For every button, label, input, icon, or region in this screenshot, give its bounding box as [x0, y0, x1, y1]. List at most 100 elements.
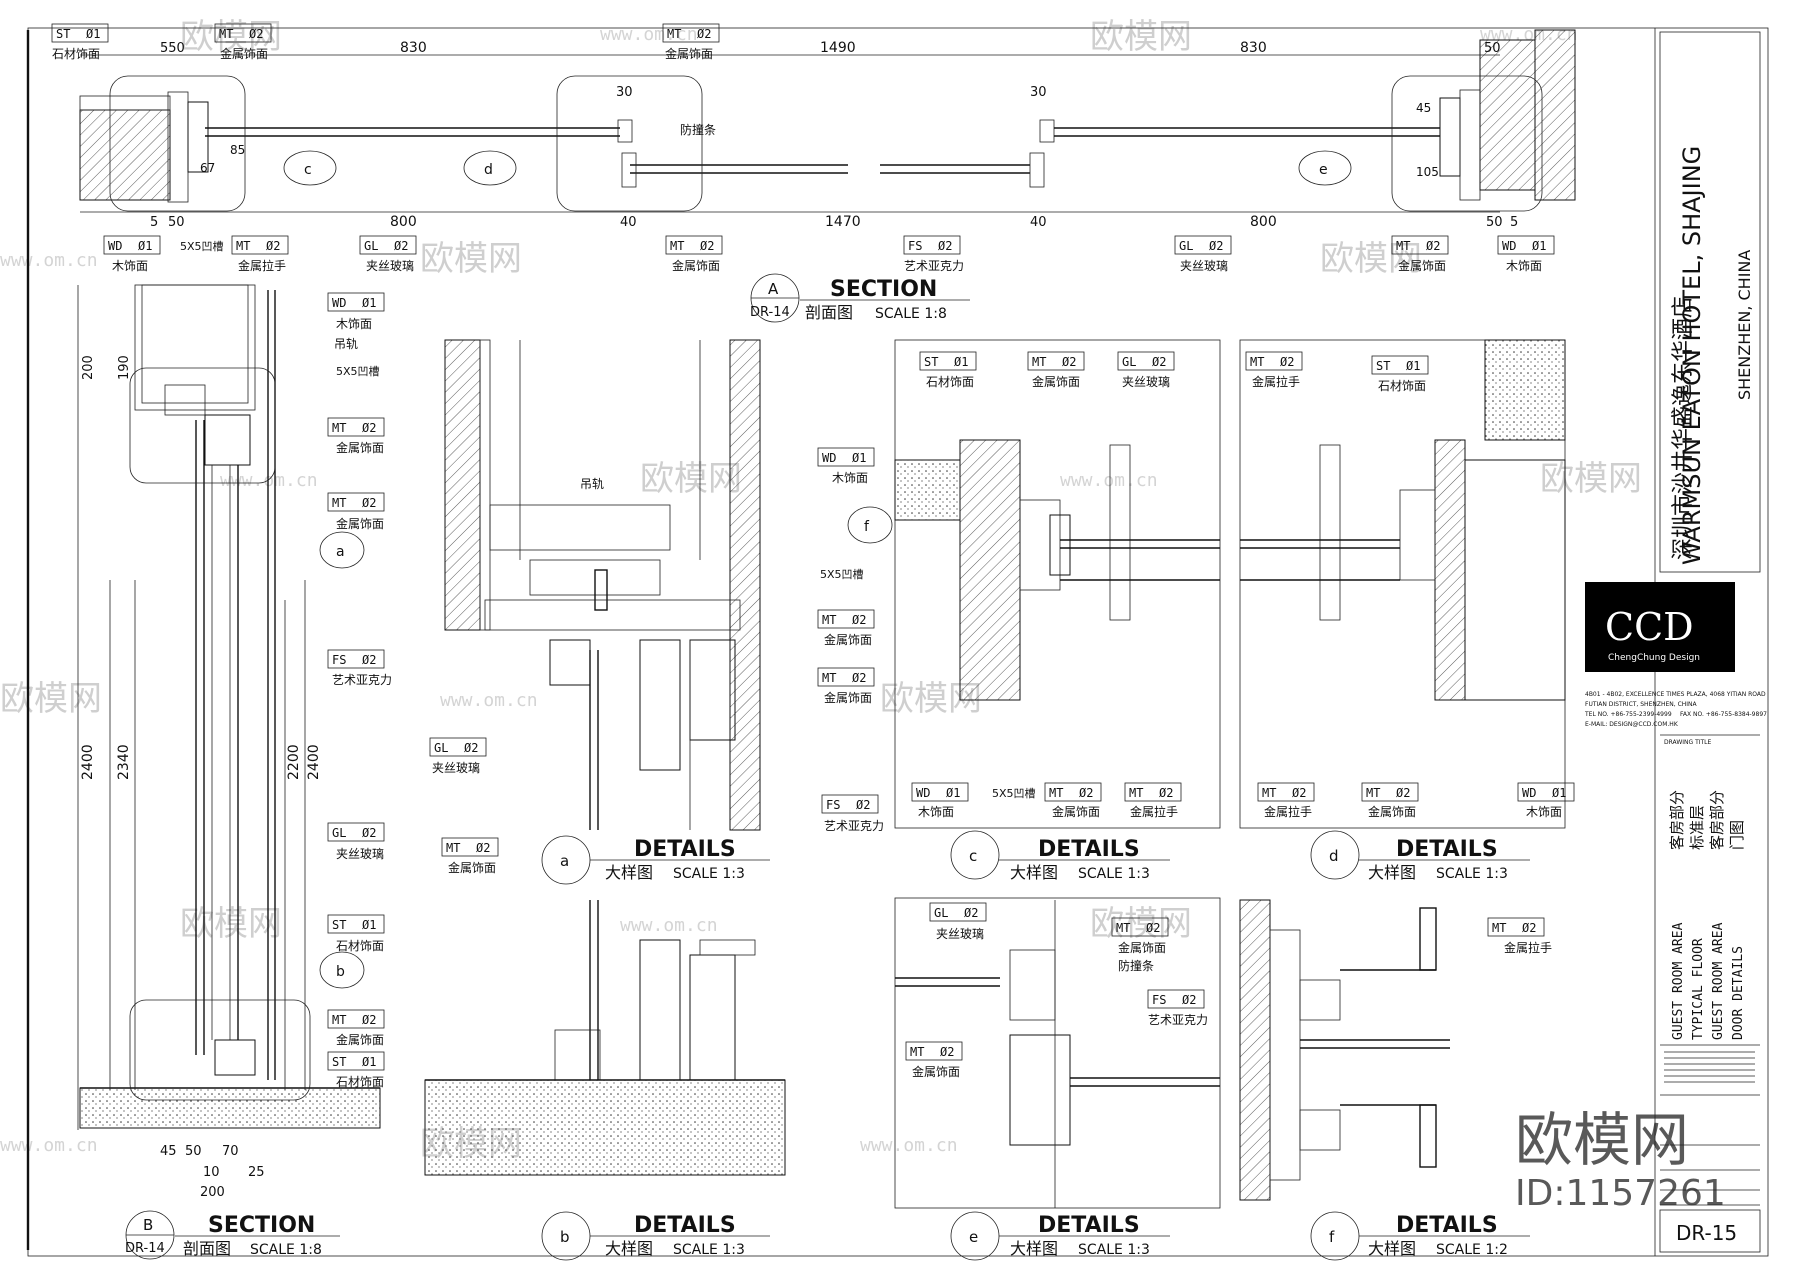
svg-text:b: b [336, 964, 345, 980]
svg-text:Ø2: Ø2 [964, 906, 978, 920]
detail-e-title: e DETAILS 大样图 SCALE 1:3 [950, 1211, 1170, 1261]
svg-text:E-MAIL: DESIGN@CCD.COM.HK: E-MAIL: DESIGN@CCD.COM.HK [1585, 721, 1679, 728]
dim: 1470 [825, 214, 861, 230]
svg-text:MT: MT [1366, 786, 1380, 800]
svg-text:MT: MT [332, 1013, 346, 1027]
svg-text:夹丝玻璃: 夹丝玻璃 [936, 927, 984, 941]
svg-text:金属拉手: 金属拉手 [1264, 804, 1312, 819]
svg-text:门图: 门图 [1728, 820, 1746, 850]
svg-text:石材饰面: 石材饰面 [336, 939, 384, 953]
svg-text:Ø2: Ø2 [362, 496, 376, 510]
svg-text:石材饰面: 石材饰面 [926, 375, 974, 389]
svg-text:金属拉手: 金属拉手 [1252, 374, 1300, 389]
svg-text:SECTION: SECTION [208, 1213, 315, 1238]
detail-b-title: b DETAILS 大样图 SCALE 1:3 [541, 1211, 770, 1261]
callout-a [319, 531, 365, 569]
detail-c-title: c DETAILS 大样图 SCALE 1:3 [950, 830, 1170, 882]
svg-text:客房部分: 客房部分 [1708, 790, 1726, 850]
svg-text:SCALE 1:2: SCALE 1:2 [1436, 1242, 1508, 1258]
watermark-brand: 欧模网 [0, 679, 102, 719]
svg-text:金属饰面: 金属饰面 [220, 46, 268, 61]
dim: 50 [1486, 215, 1503, 230]
detail-f-title: f DETAILS 大样图 SCALE 1:2 [1310, 1211, 1530, 1261]
svg-text:f: f [1329, 1228, 1335, 1246]
svg-text:DETAILS: DETAILS [1396, 837, 1498, 862]
svg-text:大样图: 大样图 [1368, 863, 1416, 882]
svg-text:Ø2: Ø2 [700, 239, 714, 253]
svg-text:MT: MT [822, 613, 836, 627]
svg-text:Ø2: Ø2 [362, 421, 376, 435]
svg-text:Ø2: Ø2 [476, 841, 490, 855]
callout-d-label: d [484, 162, 493, 178]
svg-text:艺术亚克力: 艺术亚克力 [1148, 1013, 1208, 1027]
detail-a-title: a DETAILS 大样图 SCALE 1:3 [541, 835, 770, 885]
watermark-site: www.om.cn [0, 1135, 98, 1156]
svg-text:吊轨: 吊轨 [334, 337, 358, 351]
svg-text:Ø2: Ø2 [362, 1013, 376, 1027]
svg-text:Ø1: Ø1 [954, 355, 968, 369]
detail-d-title: d DETAILS 大样图 SCALE 1:3 [1310, 830, 1530, 882]
svg-text:10: 10 [203, 1165, 220, 1180]
svg-text:SCALE 1:3: SCALE 1:3 [673, 866, 745, 882]
svg-text:FUTIAN DISTRICT, SHENZHEN, CHI: FUTIAN DISTRICT, SHENZHEN, CHINA [1585, 701, 1698, 708]
svg-text:GUEST ROOM AREA: GUEST ROOM AREA [1711, 922, 1726, 1040]
watermark-site: www.om.cn [0, 250, 98, 271]
dim: 85 [230, 143, 245, 157]
svg-text:剖面图: 剖面图 [805, 303, 853, 322]
svg-text:Ø2: Ø2 [1280, 355, 1294, 369]
svg-text:FS: FS [826, 798, 840, 812]
svg-text:DETAILS: DETAILS [634, 837, 736, 862]
svg-text:SCALE 1:3: SCALE 1:3 [1078, 1242, 1150, 1258]
section-a-wall-right [1479, 39, 1536, 191]
svg-text:Ø2: Ø2 [249, 27, 263, 41]
svg-text:Ø2: Ø2 [856, 798, 870, 812]
watermark-site: www.om.cn [220, 470, 318, 491]
svg-text:2400: 2400 [80, 744, 96, 780]
svg-text:2400: 2400 [306, 744, 322, 780]
svg-text:Ø2: Ø2 [940, 1045, 954, 1059]
svg-text:WD: WD [916, 786, 930, 800]
svg-text:木饰面: 木饰面 [1526, 805, 1562, 819]
svg-text:4B01 - 4B02, EXCELLENCE TIMES: 4B01 - 4B02, EXCELLENCE TIMES PLAZA, 406… [1585, 691, 1766, 698]
svg-text:45: 45 [160, 1144, 177, 1159]
svg-text:DR-14: DR-14 [125, 1241, 165, 1256]
svg-text:Ø2: Ø2 [1522, 921, 1536, 935]
svg-text:WD: WD [822, 451, 836, 465]
svg-text:木饰面: 木饰面 [112, 259, 148, 273]
svg-text:Ø2: Ø2 [362, 826, 376, 840]
svg-text:WD: WD [332, 296, 346, 310]
svg-text:2200: 2200 [286, 744, 302, 780]
callout-e-label: e [1319, 162, 1328, 178]
svg-text:大样图: 大样图 [605, 863, 653, 882]
svg-text:5X5凹槽: 5X5凹槽 [820, 568, 864, 581]
svg-text:Ø2: Ø2 [1292, 786, 1306, 800]
section-b-drawing: a b [77, 284, 381, 1130]
svg-text:SCALE 1:8: SCALE 1:8 [875, 306, 947, 322]
ccd-logo-text: CCD [1605, 605, 1694, 649]
svg-text:吊轨: 吊轨 [580, 477, 604, 491]
svg-text:大样图: 大样图 [1010, 1239, 1058, 1258]
ccd-logo [1585, 582, 1735, 672]
svg-text:DOOR DETAILS: DOOR DETAILS [1731, 946, 1746, 1040]
svg-text:WD: WD [1502, 239, 1516, 253]
svg-text:50: 50 [185, 1144, 202, 1159]
detail-f-drawing [1239, 899, 1450, 1201]
svg-text:DRAWING TITLE: DRAWING TITLE [1664, 739, 1712, 746]
section-a-dimensions: 550 830 1490 830 50 5 50 800 40 1470 40 … [150, 40, 1518, 230]
dim: 800 [1250, 214, 1277, 230]
svg-text:Ø1: Ø1 [1532, 239, 1546, 253]
svg-text:夹丝玻璃: 夹丝玻璃 [1122, 375, 1170, 389]
svg-text:SCALE 1:3: SCALE 1:3 [1436, 866, 1508, 882]
svg-text:Ø2: Ø2 [394, 239, 408, 253]
svg-text:MT: MT [667, 27, 681, 41]
dim: 50 [1484, 41, 1501, 56]
project-location: SHENZHEN, CHINA [1735, 250, 1754, 400]
svg-text:MT: MT [670, 239, 684, 253]
svg-text:Ø2: Ø2 [1159, 786, 1173, 800]
svg-text:木饰面: 木饰面 [918, 805, 954, 819]
svg-text:MT: MT [1250, 355, 1264, 369]
svg-text:5X5凹槽: 5X5凹槽 [992, 787, 1036, 800]
svg-text:金属饰面: 金属饰面 [1398, 258, 1446, 273]
